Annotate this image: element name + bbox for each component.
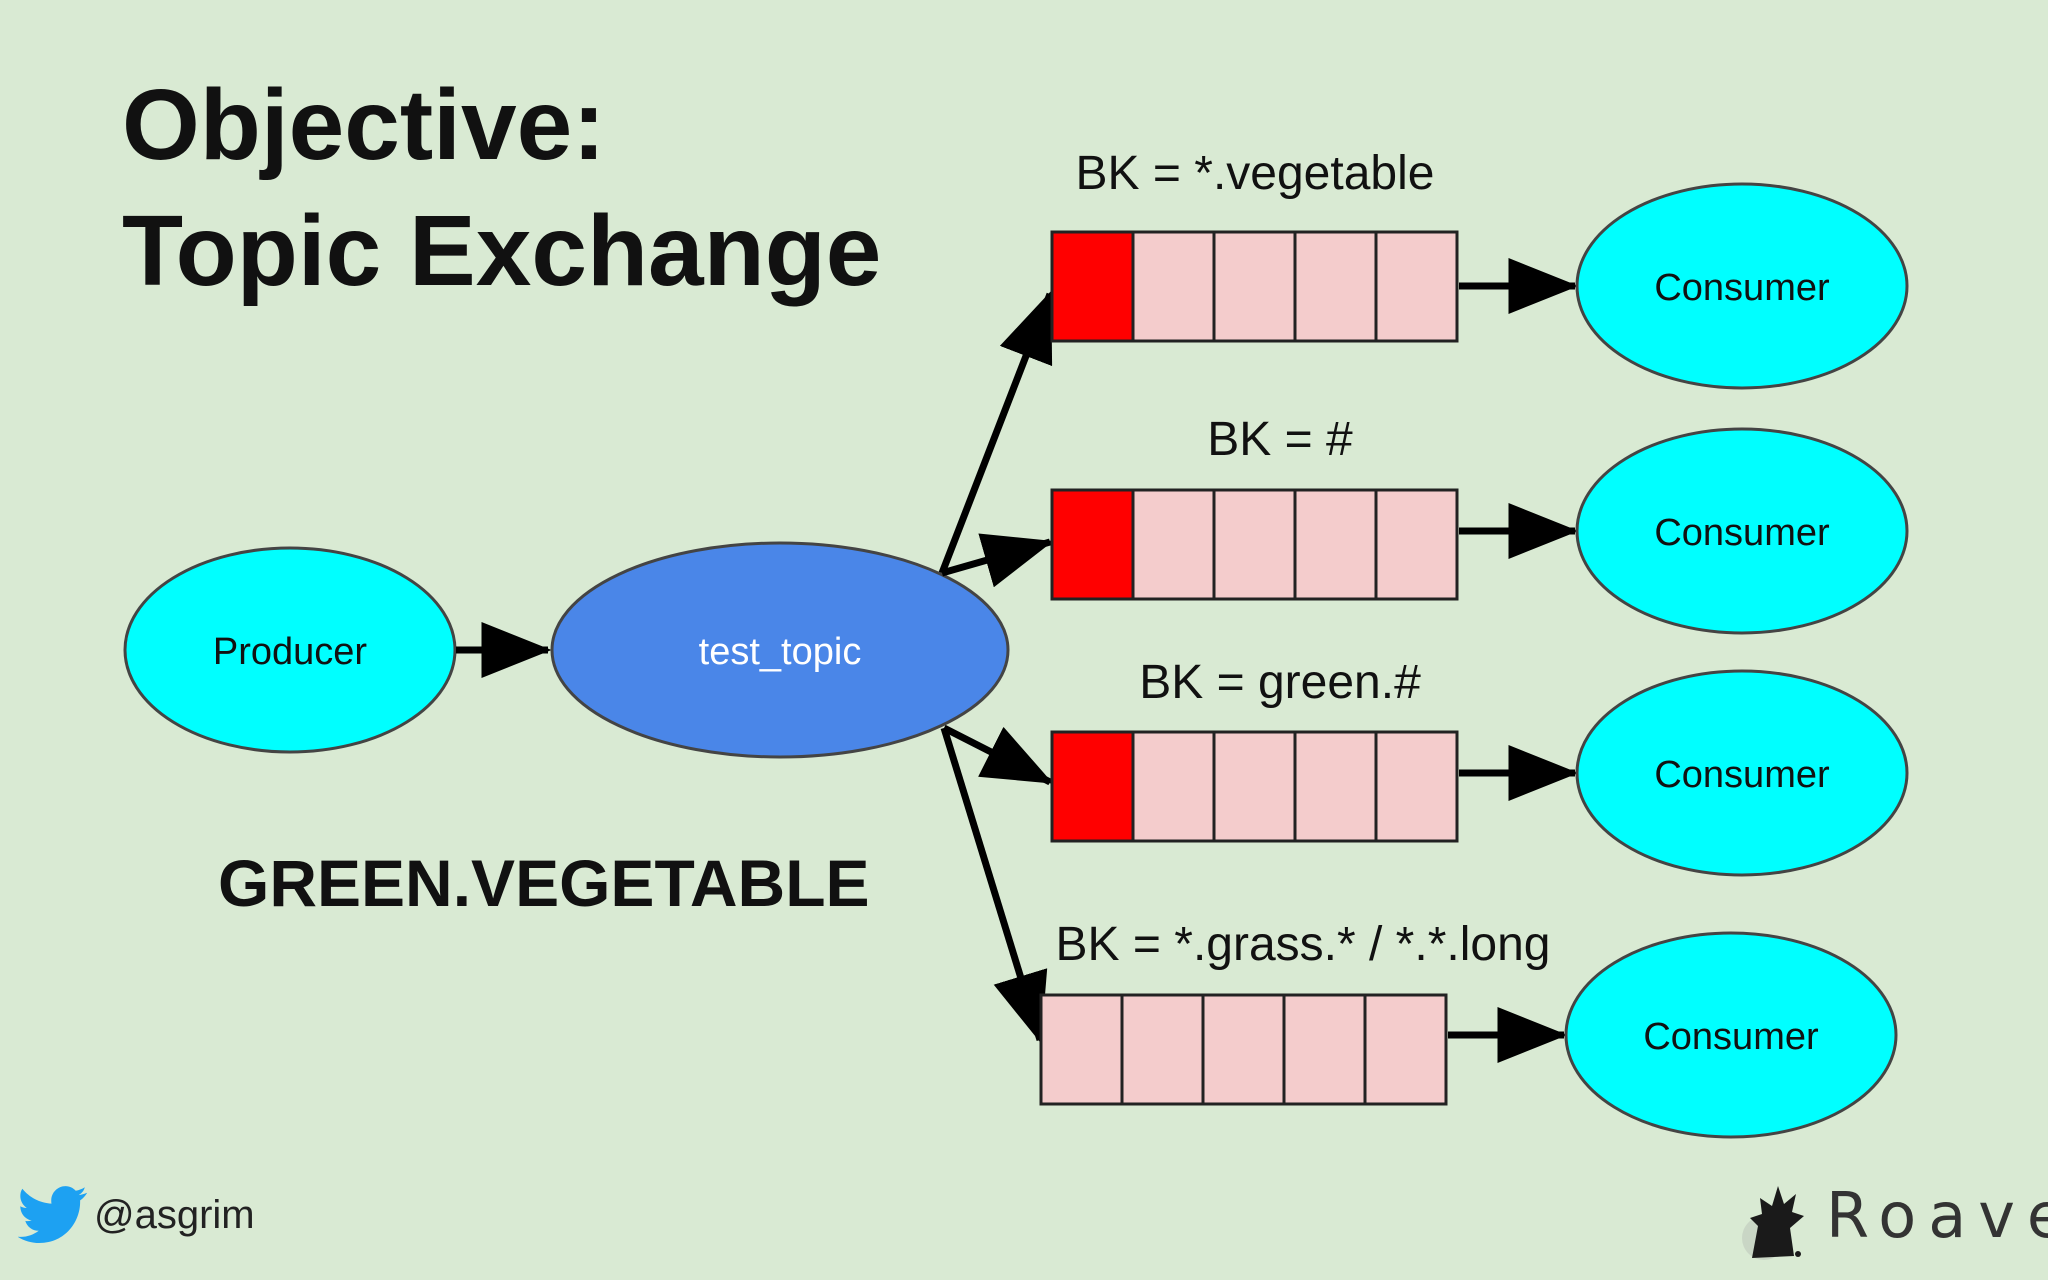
twitter-handle-text: @asgrim <box>94 1192 255 1237</box>
queue-slot <box>1131 230 1216 343</box>
queue-slot <box>1293 488 1378 601</box>
queue-4 <box>1039 993 1448 1106</box>
roave-logo-icon <box>1742 1186 1804 1260</box>
exchange-to-queue-2-arrow <box>941 533 1054 588</box>
twitter-handle: @asgrim <box>18 1180 255 1250</box>
consumer-label-4: Consumer <box>1643 1016 1819 1058</box>
consumer-label-1: Consumer <box>1654 267 1830 309</box>
binding-row-3: BK = green.# Consumer <box>1050 656 1909 877</box>
consumer-label-3: Consumer <box>1654 754 1830 796</box>
binding-row-1: BK = *.vegetable Consumer <box>1050 147 1909 390</box>
consumer-label-2: Consumer <box>1654 512 1830 554</box>
producer-node <box>123 546 457 754</box>
queue-2 <box>1050 488 1459 601</box>
binding-row-2: BK = # Consumer <box>1050 413 1909 635</box>
queue-slot-message <box>1050 488 1135 601</box>
consumer-node-1 <box>1575 182 1909 390</box>
title-line-2: Topic Exchange <box>122 195 882 307</box>
slide-title: Objective: Topic Exchange <box>122 62 881 314</box>
queue-slot <box>1374 488 1459 601</box>
consumer-node-2 <box>1575 427 1909 635</box>
binding-key-label-3: BK = green.# <box>1139 656 1421 709</box>
producer-label: Producer <box>213 631 368 673</box>
exchange-node <box>550 541 1010 759</box>
queue-slot <box>1212 730 1297 843</box>
queue-slot <box>1293 230 1378 343</box>
queue-slot <box>1131 730 1216 843</box>
queue-slot <box>1039 993 1124 1106</box>
queue-slot <box>1293 730 1378 843</box>
exchange-to-queue-4-arrow <box>940 726 1048 1044</box>
queue-slot <box>1374 730 1459 843</box>
queue-slot <box>1212 230 1297 343</box>
binding-key-label-4: BK = *.grass.* / *.*.long <box>1056 918 1551 971</box>
binding-key-label-2: BK = # <box>1207 413 1353 466</box>
brand-text: Roave <box>1826 1178 2048 1252</box>
consumer-node-3 <box>1575 669 1909 877</box>
queue-slot <box>1374 230 1459 343</box>
binding-key-label-1: BK = *.vegetable <box>1076 147 1435 200</box>
queue-slot <box>1131 488 1216 601</box>
exchange-label: test_topic <box>699 631 862 673</box>
queue-3 <box>1050 730 1459 843</box>
queue-slot-message <box>1050 730 1135 843</box>
exchange-to-queue-3-arrow <box>942 724 1054 786</box>
exchange-to-queue-1-arrow <box>938 290 1054 575</box>
queue-slot <box>1201 993 1286 1106</box>
queue-slot <box>1212 488 1297 601</box>
queue-slot <box>1363 993 1448 1106</box>
twitter-bird-icon <box>18 1186 88 1243</box>
queue-slot <box>1120 993 1205 1106</box>
queue-slot-message <box>1050 230 1135 343</box>
binding-row-4: BK = *.grass.* / *.*.long Consumer <box>1039 918 1898 1139</box>
title-line-1: Objective: <box>122 69 606 181</box>
routing-key-label: GREEN.VEGETABLE <box>218 846 870 920</box>
queue-slot <box>1282 993 1367 1106</box>
queue-1 <box>1050 230 1459 343</box>
brand-logo: Roave <box>1738 1165 2048 1265</box>
consumer-node-4 <box>1564 931 1898 1139</box>
